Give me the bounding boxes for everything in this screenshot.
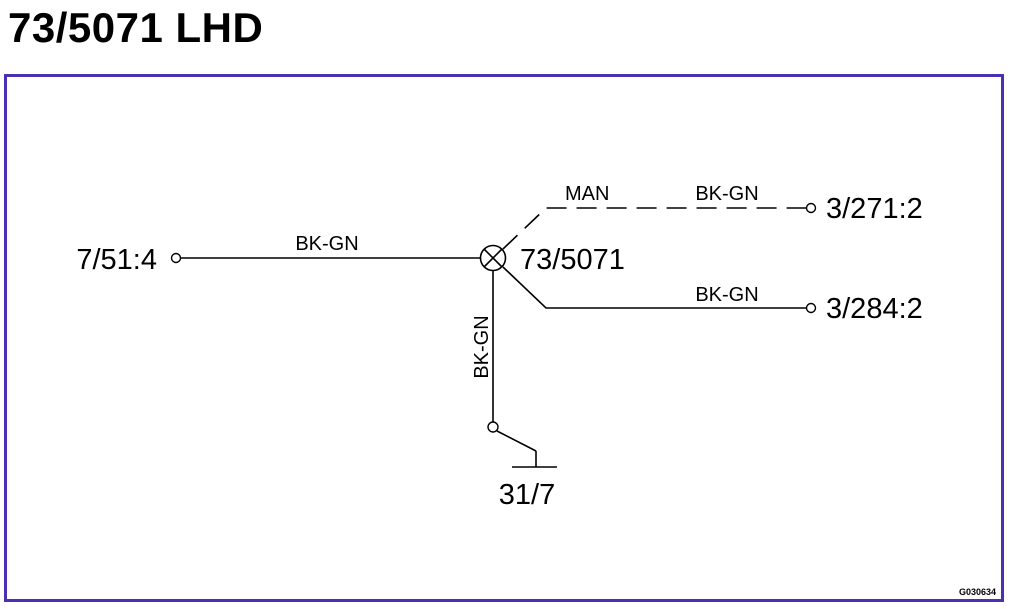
terminal-top-right-label: 3/271:2 bbox=[826, 193, 923, 225]
splice-label: 73/5071 bbox=[520, 244, 625, 276]
wire-vertical-color-label: BK-GN bbox=[471, 315, 493, 378]
terminal-left-connector bbox=[170, 252, 182, 264]
wire-top-right bbox=[502, 207, 806, 250]
ground-terminal-label: 31/7 bbox=[499, 479, 555, 511]
terminal-top-right-connector bbox=[805, 202, 817, 214]
wire-top-right-color-label: BK-GN bbox=[695, 183, 758, 205]
wire-bottom-right bbox=[502, 266, 806, 309]
wire-left-color-label: BK-GN bbox=[295, 233, 358, 255]
reference-code: G030634 bbox=[959, 587, 996, 597]
terminal-bottom-right-connector bbox=[805, 302, 817, 314]
splice-symbol bbox=[479, 244, 507, 272]
ground-terminal-connector bbox=[487, 421, 499, 433]
diagram-frame bbox=[4, 74, 1004, 602]
wire-bottom-right-color-label: BK-GN bbox=[695, 284, 758, 306]
wire-man-label: MAN bbox=[565, 183, 609, 205]
ground-icon bbox=[496, 430, 557, 468]
terminal-left-label: 7/51:4 bbox=[76, 244, 157, 276]
terminal-bottom-right-label: 3/284:2 bbox=[826, 293, 923, 325]
page-title: 73/5071 LHD bbox=[8, 4, 264, 51]
